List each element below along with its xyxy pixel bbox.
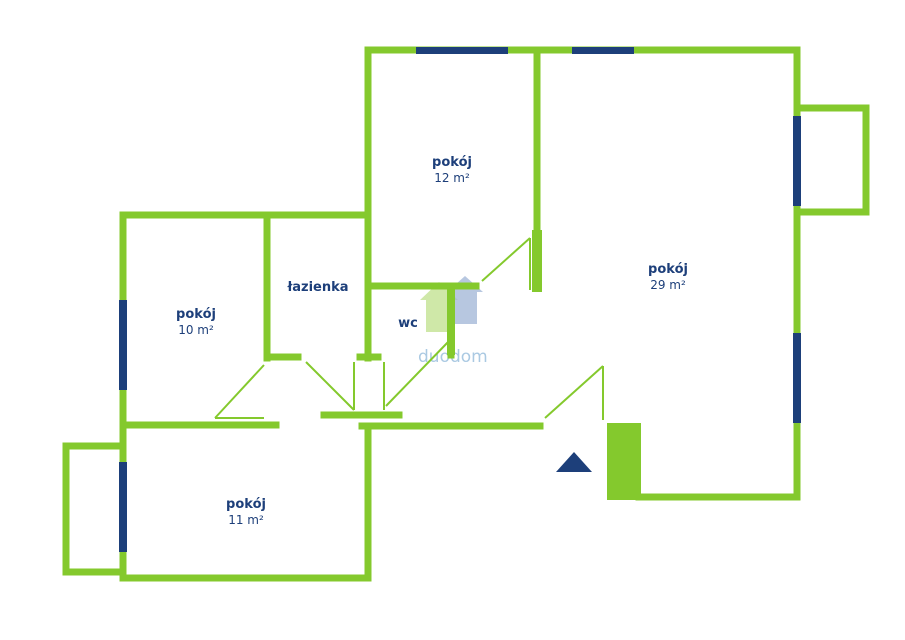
door-swing-bathroom [305,361,355,411]
room29-label: pokój [648,262,688,277]
wall-block-entrance [607,423,641,500]
balcony-left [62,442,127,576]
windows [119,47,801,552]
window-room29-right [793,333,801,423]
bathroom-label: łazienka [286,280,348,295]
window-room12 [416,47,508,54]
room10-label: pokój [176,307,216,322]
door-swing-room12 [481,237,531,282]
room10-area: 10 m² [178,323,214,337]
wall-block-partition-end [532,230,542,292]
window-room29-balcony [793,116,801,206]
entrance-triangle-icon [556,452,592,472]
wc-label: wc [398,316,418,331]
room29-area: 29 m² [650,278,686,292]
door-swings [214,237,604,420]
room12-label: pokój [432,155,472,170]
wall-block-wc [447,283,455,355]
room11-area: 11 m² [228,513,264,527]
window-room10 [119,300,127,390]
room-labels: pokój 12 m² pokój 29 m² pokój 10 m² łazi… [176,155,688,527]
room11-label: pokój [226,497,266,512]
balcony-right [793,104,870,216]
door-swing-wc [385,339,451,407]
room12-area: 12 m² [434,171,470,185]
door-swing-room10 [214,364,265,419]
door-swing-room29 [544,365,604,419]
window-room11 [119,462,127,552]
window-room29-top [572,47,634,54]
